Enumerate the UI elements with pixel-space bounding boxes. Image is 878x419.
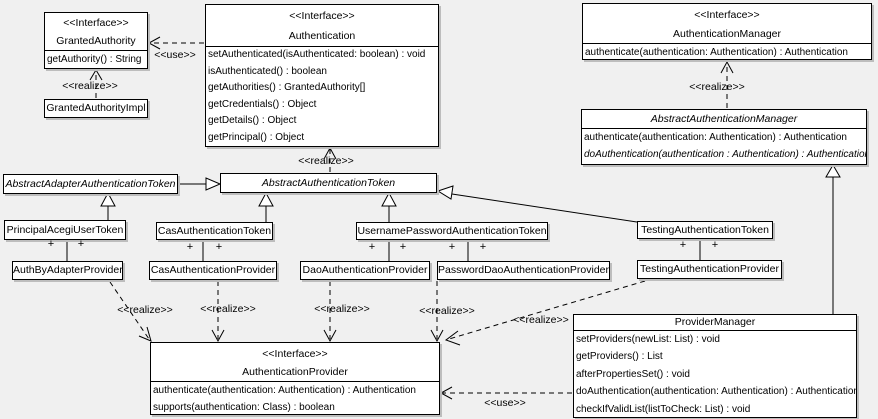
class-cas-authentication-provider[interactable]: CasAuthenticationProvider: [149, 261, 277, 280]
plus-marker: +: [77, 238, 85, 250]
method-row: getDetails() : Object: [208, 115, 297, 127]
class-name: PasswordDaoAuthenticationProvider: [438, 264, 609, 276]
class-name: AuthenticationManager: [583, 25, 871, 44]
use-stereotype-label: <<use>>: [154, 49, 196, 61]
method-row: getAuthorities() : GrantedAuthority[]: [208, 82, 366, 94]
class-name: TestingAuthenticationProvider: [640, 263, 779, 275]
class-password-dao-authentication-provider[interactable]: PasswordDaoAuthenticationProvider: [437, 261, 610, 280]
class-name: CasAuthenticationToken: [157, 225, 272, 237]
class-name: DaoAuthenticationProvider: [302, 264, 428, 276]
realize-stereotype-label: <<realize>>: [314, 303, 370, 315]
realize-stereotype-label: <<realize>>: [513, 314, 569, 326]
class-name: PrincipalAcegiUserToken: [6, 224, 124, 236]
use-stereotype-label: <<use>>: [484, 397, 526, 409]
class-username-password-authentication-token[interactable]: UsernamePasswordAuthenticationToken: [356, 222, 548, 240]
class-name: AbstractAdapterAuthenticationToken: [5, 178, 176, 190]
method-row: supports(authentication: Class) : boolea…: [153, 402, 335, 413]
class-testing-authentication-token[interactable]: TestingAuthenticationToken: [637, 221, 773, 239]
class-abstract-authentication-manager[interactable]: AbstractAuthenticationManager authentica…: [581, 109, 867, 165]
class-abstract-adapter-authentication-token[interactable]: AbstractAdapterAuthenticationToken: [3, 174, 178, 194]
stereotype-label: <<Interface>>: [63, 17, 129, 29]
method-row: afterPropertiesSet() : void: [576, 368, 690, 380]
class-name: AbstractAuthenticationManager: [582, 110, 866, 129]
method-row: authenticate(authentication: Authenticat…: [585, 47, 848, 58]
class-name: ProviderManager: [574, 315, 856, 331]
class-principal-acegi-user-token[interactable]: PrincipalAcegiUserToken: [4, 220, 126, 240]
class-cas-authentication-token[interactable]: CasAuthenticationToken: [156, 222, 273, 240]
class-dao-authentication-provider[interactable]: DaoAuthenticationProvider: [300, 261, 430, 280]
realize-stereotype-label: <<realize>>: [200, 303, 256, 315]
method-row: getPrincipal() : Object: [208, 131, 305, 143]
plus-marker: +: [368, 241, 376, 253]
class-name: GrantedAuthorityImpl: [46, 102, 146, 114]
realize-stereotype-label: <<realize>>: [689, 81, 745, 93]
method-row: getCredentials() : Object: [208, 98, 317, 110]
class-provider-manager[interactable]: ProviderManager setProviders(newList: Li…: [573, 314, 857, 418]
method-row: authenticate(authentication: Authenticat…: [153, 385, 416, 396]
class-name: Authentication: [206, 27, 438, 47]
class-name: CasAuthenticationProvider: [150, 264, 276, 276]
plus-marker: +: [215, 241, 223, 253]
class-name: AbstractAuthenticationToken: [261, 177, 396, 189]
method-row: isAuthenticated() : boolean: [208, 65, 327, 77]
realize-stereotype-label: <<realize>>: [117, 304, 173, 316]
plus-marker: +: [47, 238, 55, 250]
class-name: AuthByAdapterProvider: [13, 264, 122, 276]
method-row: doAuthentication(authentication: Authent…: [576, 386, 856, 398]
method-row: setAuthenticated(isAuthenticated: boolea…: [208, 49, 426, 60]
plus-marker: +: [479, 241, 487, 253]
class-granted-authority[interactable]: <<Interface>> GrantedAuthority getAuthor…: [44, 12, 148, 69]
method-row: authenticate(authentication: Authenticat…: [584, 132, 847, 143]
method-row: setProviders(newList: List) : void: [576, 334, 720, 345]
plus-marker: +: [399, 241, 407, 253]
realize-stereotype-label: <<realize>>: [62, 80, 118, 92]
method-row: getAuthority() : String: [47, 54, 142, 65]
class-name: UsernamePasswordAuthenticationToken: [357, 225, 547, 237]
realize-stereotype-label: <<realize>>: [419, 305, 475, 317]
plus-marker: +: [711, 239, 719, 251]
stereotype-label: <<Interface>>: [694, 9, 760, 21]
class-abstract-authentication-token[interactable]: AbstractAuthenticationToken: [220, 173, 437, 193]
stereotype-label: <<Interface>>: [262, 348, 328, 360]
method-row: checkIfValidList(listToCheck: List) : vo…: [576, 403, 751, 415]
class-authentication[interactable]: <<Interface>> Authentication setAuthenti…: [205, 4, 439, 147]
class-authentication-manager[interactable]: <<Interface>> AuthenticationManager auth…: [582, 3, 872, 60]
realize-stereotype-label: <<realize>>: [298, 155, 354, 167]
plus-marker: +: [448, 241, 456, 253]
plus-marker: +: [186, 241, 194, 253]
class-name: GrantedAuthority: [45, 33, 147, 51]
plus-marker: +: [679, 239, 687, 251]
class-authentication-provider[interactable]: <<Interface>> AuthenticationProvider aut…: [150, 342, 440, 415]
class-name: AuthenticationProvider: [151, 364, 439, 382]
method-row: getProviders() : List: [576, 351, 663, 363]
class-granted-authority-impl[interactable]: GrantedAuthorityImpl: [44, 99, 148, 118]
class-auth-by-adapter-provider[interactable]: AuthByAdapterProvider: [12, 261, 123, 280]
method-row: doAuthentication(authentication : Authen…: [584, 149, 866, 160]
class-name: TestingAuthenticationToken: [641, 224, 769, 236]
class-testing-authentication-provider[interactable]: TestingAuthenticationProvider: [637, 260, 782, 279]
stereotype-label: <<Interface>>: [289, 10, 355, 22]
